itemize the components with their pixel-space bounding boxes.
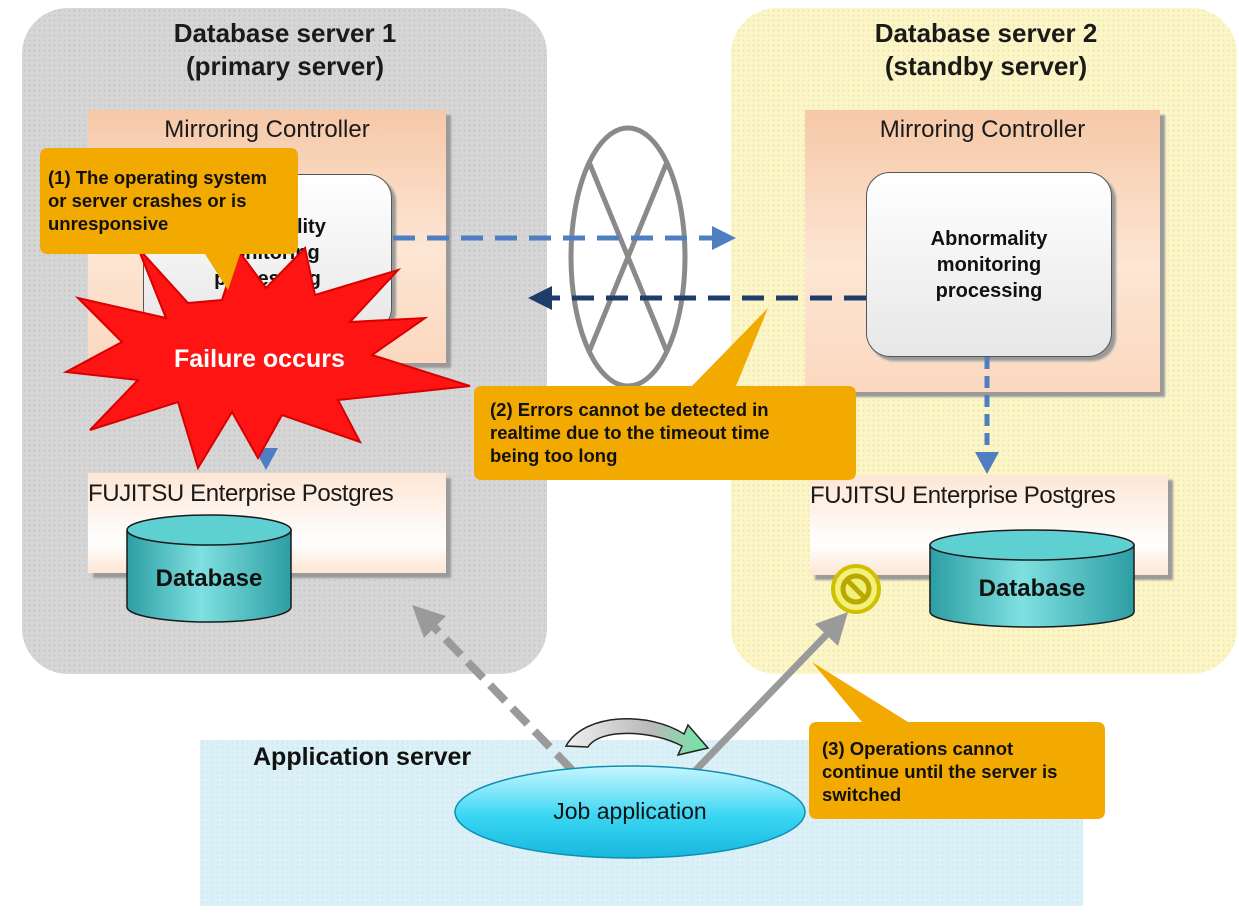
standby-mirroring-controller-label: Mirroring Controller [879,116,1086,143]
switch-arrow-icon [564,718,710,757]
callout-1-shape [40,148,298,290]
primary-database-cylinder [126,514,292,623]
callout-3-text: (3) Operations cannot continue until the… [822,738,1058,805]
failure-burst-icon [62,245,471,471]
standby-server-title: Database server 2 (standby server) [874,18,1098,81]
job-to-primary-arrow [412,605,575,773]
primary-server-title: Database server 1 (primary server) [173,18,397,81]
job-application-ellipse [454,765,806,859]
prohibited-icon [831,564,881,614]
callout-2-shape [474,308,856,480]
standby-database-cylinder [929,529,1135,628]
heartbeat-arrow-to-primary [528,286,866,310]
standby-postgres-label: FUJITSU Enterprise Postgres [810,482,1116,509]
primary-database-label: Database [155,565,263,592]
callout-2-text: (2) Errors cannot be detected in realtim… [490,399,770,466]
failure-label: Failure occurs [174,345,345,373]
network-disconnected-icon [568,125,688,389]
job-application-label: Job application [553,798,707,824]
callout-1-text: (1) The operating system or server crash… [48,167,267,234]
standby-database-label: Database [978,575,1086,602]
job-to-standby-arrow [691,612,848,775]
standby-monitor-arrow [975,357,999,474]
primary-mirroring-controller-label: Mirroring Controller [164,116,370,143]
primary-postgres-label: FUJITSU Enterprise Postgres [88,480,394,507]
heartbeat-arrow-to-standby [393,226,736,250]
standby-monitoring-process: Abnormality monitoring processing [866,172,1112,357]
application-server-title: Application server [253,743,472,771]
callout-3-shape [809,662,1105,819]
